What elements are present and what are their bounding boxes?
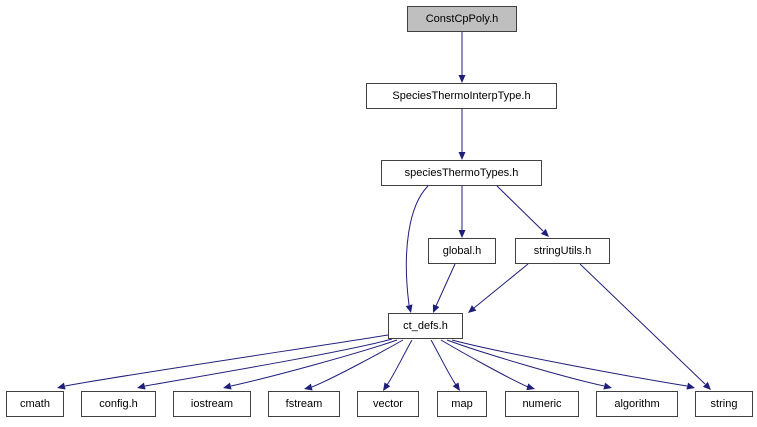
graph-node-speciestypes[interactable]: speciesThermoTypes.h bbox=[381, 160, 542, 186]
edge-ctdefs-to-map bbox=[430, 339, 457, 386]
graph-node-config[interactable]: config.h bbox=[81, 391, 156, 417]
arrowhead-speciestypes-to-ctdefs bbox=[405, 304, 413, 313]
graph-node-global[interactable]: global.h bbox=[428, 238, 496, 264]
graph-node-speciesinterp[interactable]: SpeciesThermoInterpType.h bbox=[366, 83, 557, 109]
edge-speciestypes-to-ctdefs bbox=[405, 185, 429, 306]
arrowhead-constcppoly-to-speciesinterp bbox=[458, 75, 466, 83]
edge-ctdefs-to-string bbox=[451, 339, 688, 387]
graph-node-stringutils[interactable]: stringUtils.h bbox=[515, 238, 610, 264]
arrowhead-speciestypes-to-global bbox=[458, 230, 466, 238]
edge-ctdefs-to-cmath bbox=[64, 334, 389, 387]
graph-node-label: speciesThermoTypes.h bbox=[404, 166, 519, 179]
graph-node-ctdefs[interactable]: ct_defs.h bbox=[388, 313, 463, 339]
arrowhead-stringutils-to-ctdefs bbox=[468, 305, 477, 313]
graph-node-label: fstream bbox=[285, 397, 323, 410]
arrowhead-ctdefs-to-map bbox=[452, 382, 460, 391]
arrowhead-stringutils-to-string bbox=[702, 381, 711, 390]
edge-global-to-ctdefs bbox=[435, 263, 456, 307]
graph-node-map[interactable]: map bbox=[437, 391, 487, 417]
graph-node-algorithm[interactable]: algorithm bbox=[596, 391, 678, 417]
arrowhead-speciesinterp-to-speciestypes bbox=[458, 152, 466, 160]
arrowhead-ctdefs-to-numeric bbox=[526, 383, 535, 391]
graph-node-label: vector bbox=[373, 397, 403, 410]
graph-node-label: cmath bbox=[20, 397, 50, 410]
edge-ctdefs-to-iostream bbox=[230, 339, 398, 387]
graph-node-label: global.h bbox=[442, 244, 482, 257]
graph-node-label: numeric bbox=[522, 397, 562, 410]
edge-ctdefs-to-vector bbox=[386, 339, 413, 386]
graph-node-label: string bbox=[710, 397, 738, 410]
graph-node-cmath[interactable]: cmath bbox=[6, 391, 64, 417]
graph-node-label: stringUtils.h bbox=[533, 244, 592, 257]
arrowhead-ctdefs-to-config bbox=[137, 382, 146, 390]
graph-node-fstream[interactable]: fstream bbox=[268, 391, 340, 417]
graph-node-numeric[interactable]: numeric bbox=[505, 391, 579, 417]
graph-node-label: iostream bbox=[190, 397, 234, 410]
graph-node-string[interactable]: string bbox=[695, 391, 753, 417]
edge-ctdefs-to-fstream bbox=[311, 339, 404, 388]
arrowhead-ctdefs-to-fstream bbox=[304, 383, 313, 391]
arrowhead-ctdefs-to-string bbox=[686, 382, 695, 390]
arrowhead-global-to-ctdefs bbox=[432, 304, 440, 313]
edge-ctdefs-to-numeric bbox=[440, 339, 529, 388]
edge-speciestypes-to-stringutils bbox=[496, 185, 544, 232]
graph-node-label: config.h bbox=[99, 397, 138, 410]
graph-node-label: map bbox=[451, 397, 473, 410]
edge-stringutils-to-ctdefs bbox=[473, 263, 529, 309]
graph-node-label: algorithm bbox=[614, 397, 660, 410]
edge-ctdefs-to-algorithm bbox=[446, 339, 605, 387]
graph-node-vector[interactable]: vector bbox=[357, 391, 419, 417]
arrowhead-ctdefs-to-cmath bbox=[57, 382, 66, 390]
arrowhead-ctdefs-to-iostream bbox=[223, 382, 232, 390]
graph-node-label: ct_defs.h bbox=[403, 319, 448, 332]
arrowhead-ctdefs-to-algorithm bbox=[603, 382, 612, 390]
arrowhead-speciestypes-to-stringutils bbox=[540, 228, 549, 237]
graph-node-constcppoly[interactable]: ConstCpPoly.h bbox=[407, 6, 517, 32]
graph-node-label: ConstCpPoly.h bbox=[425, 12, 499, 25]
graph-node-label: SpeciesThermoInterpType.h bbox=[392, 89, 531, 102]
arrowhead-ctdefs-to-vector bbox=[383, 382, 391, 391]
edge-stringutils-to-string bbox=[579, 263, 706, 385]
graph-node-iostream[interactable]: iostream bbox=[173, 391, 251, 417]
edge-ctdefs-to-config bbox=[144, 338, 393, 387]
